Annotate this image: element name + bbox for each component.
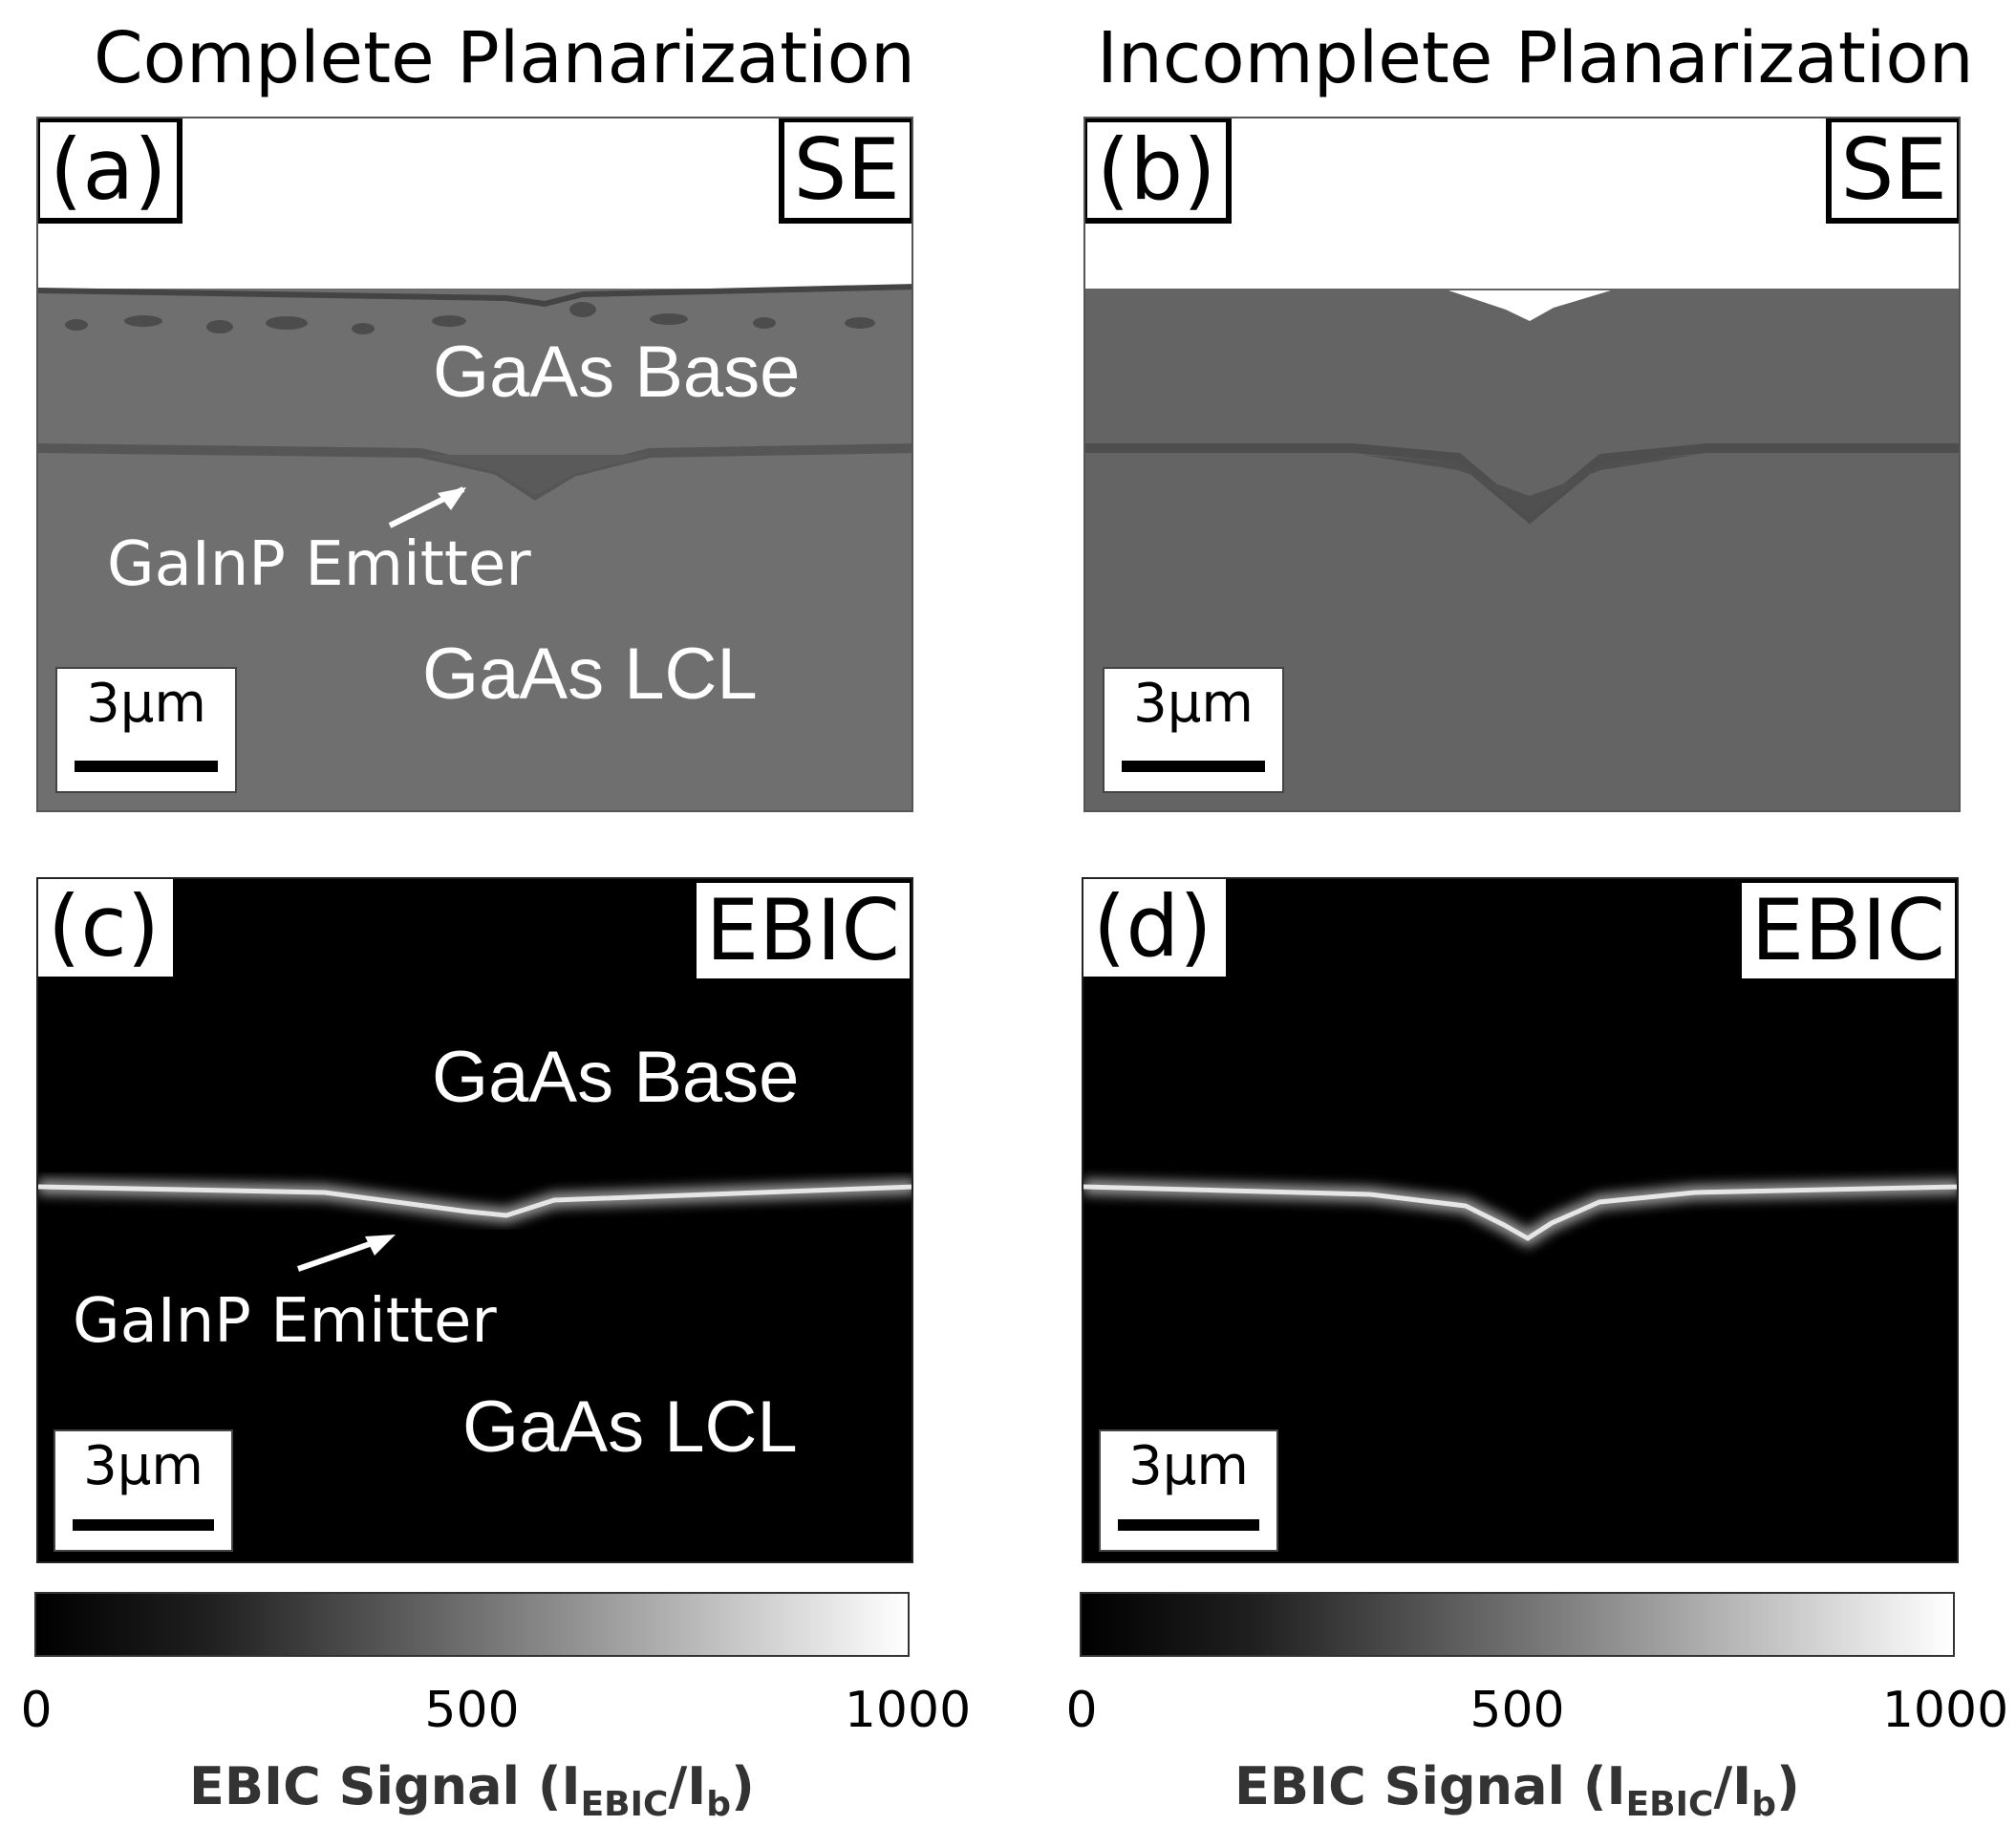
region-gaas-lcl: GaAs LCL (422, 634, 758, 715)
colorbar-right-tick-mid: 500 (1469, 1682, 1565, 1739)
scale-bar-label: 3μm (83, 1435, 204, 1497)
panel-c-features (38, 1179, 911, 1272)
panel-b-features (1085, 289, 1959, 525)
colorbar-label-sub: EBIC (580, 1784, 669, 1824)
panel-a-se: (a) SE GaAs Base GaInP Emitter GaAs LCL … (36, 117, 913, 812)
panel-b-label: (b) (1085, 118, 1232, 224)
panel-d-features (1083, 1179, 1957, 1248)
colorbar-label-sub: EBIC (1625, 1784, 1714, 1824)
panel-a-label: (a) (38, 118, 182, 224)
colorbar-right-tick-min: 0 (1065, 1682, 1098, 1739)
colorbar-right (1080, 1592, 1955, 1657)
panel-c-label: (c) (38, 879, 174, 977)
scale-bar: 3μm (1099, 1429, 1278, 1552)
region-gainp-emitter: GaInP Emitter (107, 529, 531, 600)
colorbar-left-tick-min: 0 (20, 1682, 53, 1739)
scale-bar-label: 3μm (1128, 1435, 1249, 1497)
colorbar-label-text: EBIC Signal (I (189, 1756, 581, 1816)
panel-d-label: (d) (1083, 879, 1226, 977)
scale-bar-line (75, 761, 218, 772)
colorbar-left (34, 1592, 910, 1657)
colorbar-left-tick-mid: 500 (424, 1682, 520, 1739)
column-title-incomplete: Incomplete Planarization (1097, 17, 1974, 99)
region-gainp-emitter: GaInP Emitter (73, 1286, 497, 1357)
scale-bar-line (1118, 1519, 1259, 1531)
colorbar-right-tick-max: 1000 (1881, 1682, 2009, 1739)
colorbar-right-label: EBIC Signal (IEBIC/Ib) (1234, 1756, 1800, 1824)
panel-b-mode: SE (1825, 118, 1959, 224)
colorbar-label-text: EBIC Signal (I (1234, 1756, 1626, 1816)
scale-bar-label: 3μm (1133, 673, 1254, 735)
colorbar-label-slash: /I (668, 1756, 707, 1816)
region-gaas-lcl: GaAs LCL (462, 1386, 798, 1468)
colorbar-left-tick-max: 1000 (844, 1682, 972, 1739)
panel-d-ebic: (d) EBIC 3μm (1082, 877, 1959, 1563)
colorbar-label-sub: b (706, 1784, 732, 1824)
panel-b-se: (b) SE 3μm (1083, 117, 1961, 812)
colorbar-left-label: EBIC Signal (IEBIC/Ib) (189, 1756, 755, 1824)
scale-bar: 3μm (54, 1429, 233, 1552)
scale-bar: 3μm (55, 667, 237, 793)
scale-bar-line (73, 1519, 214, 1531)
region-gaas-base: GaAs Base (432, 1037, 800, 1118)
column-title-complete: Complete Planarization (94, 17, 915, 99)
panel-a-features (38, 284, 911, 528)
region-gaas-base: GaAs Base (433, 332, 801, 413)
colorbar-label-slash: /I (1713, 1756, 1752, 1816)
colorbar-label-close: ) (731, 1756, 755, 1816)
scale-bar-line (1122, 761, 1265, 772)
scale-bar: 3μm (1103, 667, 1284, 793)
panel-d-mode: EBIC (1735, 879, 1957, 984)
panel-c-mode: EBIC (690, 879, 911, 984)
colorbar-label-close: ) (1776, 1756, 1800, 1816)
panel-a-mode: SE (778, 118, 911, 224)
colorbar-label-sub: b (1751, 1784, 1777, 1824)
panel-c-ebic: (c) EBIC GaAs Base GaInP Emitter GaAs LC… (36, 877, 913, 1563)
scale-bar-label: 3μm (86, 673, 206, 735)
se-vacuum-region (38, 118, 911, 292)
